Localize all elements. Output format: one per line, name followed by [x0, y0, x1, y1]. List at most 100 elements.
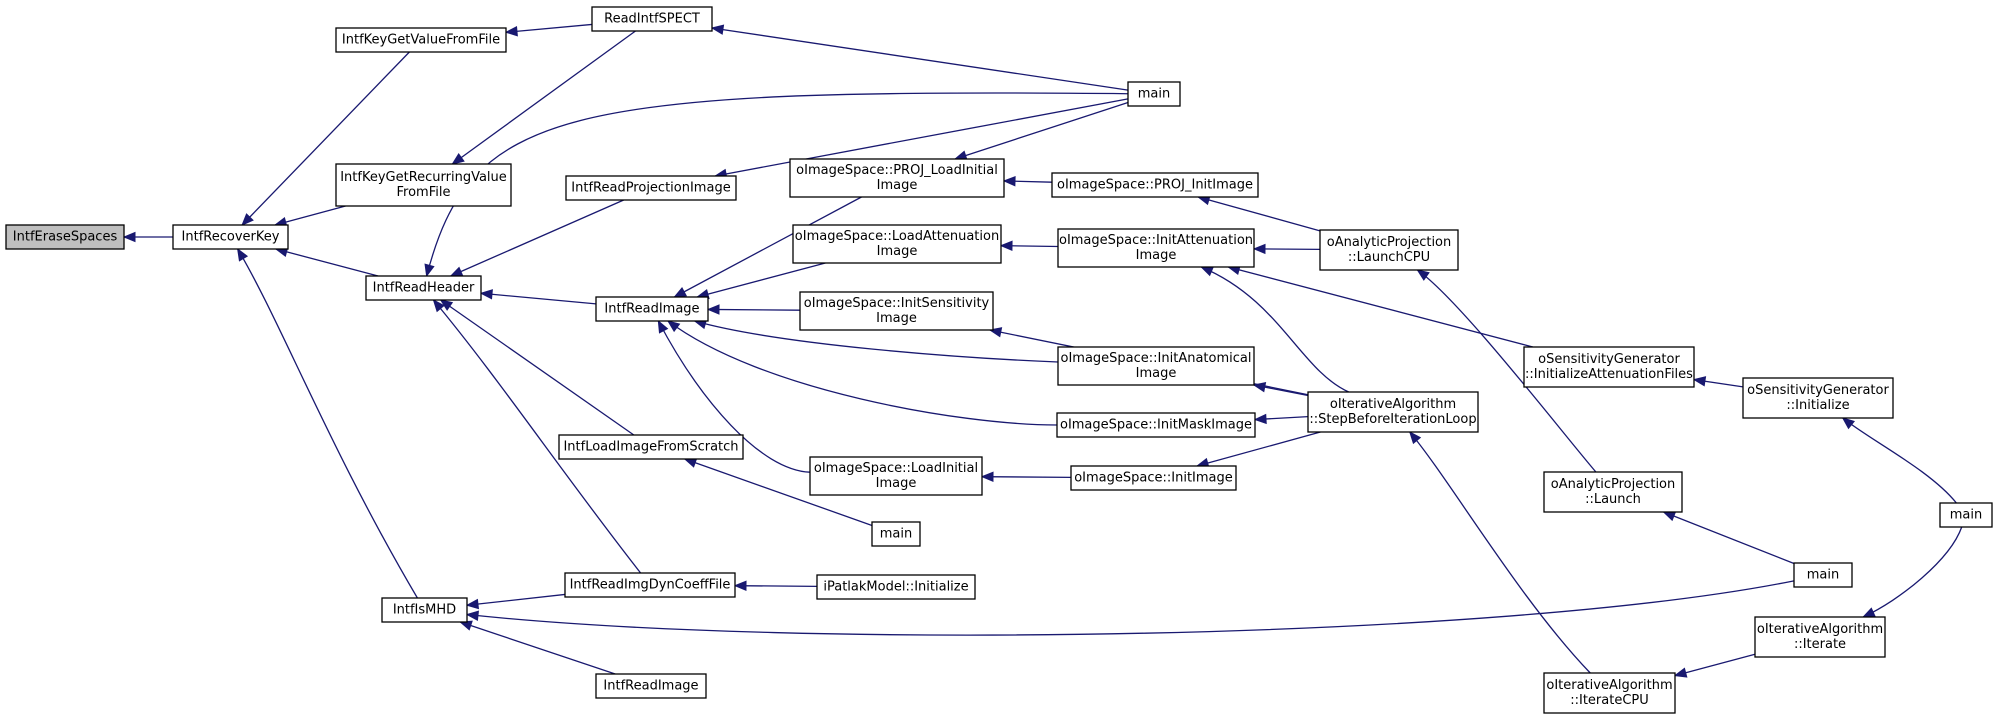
- arrowhead: [1200, 266, 1214, 277]
- edge-initmaskimage-to-intfreadimage-mid: [666, 320, 1058, 426]
- node-initializeattenuationfiles[interactable]: oSensitivityGenerator::InitializeAttenua…: [1523, 346, 1695, 388]
- edge-intfkeygetrecurringvaluefromfile-to-intfrecoverkey: [273, 205, 346, 228]
- node-intfismhd[interactable]: IntfIsMHD: [381, 597, 468, 623]
- node-label: IntfReadImage: [603, 679, 698, 694]
- node-box: [1939, 502, 1993, 528]
- node-box: [335, 27, 507, 53]
- node-intfreadimgdyncoefffile[interactable]: IntfReadImgDynCoeffFile: [564, 572, 736, 598]
- arrowhead: [122, 231, 136, 243]
- edge-line: [1862, 526, 1963, 618]
- edge-readintfspect-to-intfkeygetrecurringvaluefromfile: [451, 30, 636, 165]
- edge-line: [954, 101, 1129, 160]
- node-box: [1307, 391, 1479, 433]
- edge-intfreadimage-bottom-to-intfismhd: [459, 620, 616, 675]
- node-intfrecoverkey[interactable]: IntfRecoverKey: [172, 224, 289, 250]
- node-box: [789, 158, 1005, 198]
- node-box: [1793, 562, 1853, 588]
- node-label: ::LaunchCPU: [1348, 250, 1430, 265]
- edge-intfreadimage-mid-to-intfreadheader: [479, 289, 597, 305]
- arrowhead: [999, 240, 1013, 252]
- node-box: [558, 434, 744, 460]
- node-main-right[interactable]: main: [1939, 502, 1993, 528]
- edge-intfkeygetvaluefromfile-to-intfrecoverkey: [241, 51, 410, 226]
- node-proj-initimage[interactable]: oImageSpace::PROJ_InitImage: [1051, 172, 1259, 198]
- node-launchcpu[interactable]: oAnalyticProjection::LaunchCPU: [1319, 229, 1459, 271]
- edge-line: [1228, 266, 1534, 348]
- node-intfreadimage-bottom[interactable]: IntfReadImage: [595, 673, 707, 699]
- edge-main-launch-to-intfismhd: [465, 580, 1795, 636]
- edge-launchcpu-to-proj-initimage: [1196, 195, 1321, 232]
- node-label: oImageSpace::InitAttenuation: [1059, 233, 1253, 248]
- edge-line: [657, 320, 811, 473]
- node-box: [591, 6, 713, 32]
- node-box: [871, 521, 921, 547]
- edge-line: [1417, 269, 1597, 473]
- node-label: ::StepBeforeIterationLoop: [1309, 412, 1476, 427]
- node-label: oSensitivityGenerator: [1538, 352, 1680, 367]
- node-label: oImageSpace::PROJ_InitImage: [1057, 178, 1253, 193]
- node-main-scratch[interactable]: main: [871, 521, 921, 547]
- node-label: oImageSpace::InitSensitivity: [804, 296, 990, 311]
- arrowhead: [1662, 511, 1677, 522]
- edge-intfreadimgdyncoefffile-to-intfismhd: [465, 593, 566, 610]
- edge-readintfspect-to-intfkeygetvaluefromfile: [504, 23, 593, 37]
- node-label: IntfReadImage: [604, 302, 699, 317]
- edge-line: [1198, 196, 1321, 232]
- node-label: FromFile: [397, 185, 451, 200]
- node-intfloadimagefromscratch[interactable]: IntfLoadImageFromScratch: [558, 434, 744, 460]
- node-box: [365, 275, 482, 301]
- node-main-launch[interactable]: main: [1793, 562, 1853, 588]
- edge-main-launch-to-launch: [1662, 511, 1795, 565]
- node-initmaskimage[interactable]: oImageSpace::InitMaskImage: [1056, 412, 1256, 438]
- node-label: oImageSpace::PROJ_LoadInitial: [796, 163, 998, 178]
- arrowhead: [683, 457, 698, 468]
- node-intferasespaces[interactable]: IntfEraseSpaces: [5, 224, 125, 250]
- edge-intfreadheader-to-intfrecoverkey: [274, 246, 379, 277]
- node-label: ::Initialize: [1786, 398, 1849, 413]
- node-initimage[interactable]: oImageSpace::InitImage: [1070, 465, 1237, 491]
- edge-main-top-to-intfreadheader: [424, 92, 1129, 278]
- node-intfreadprojectionimage[interactable]: IntfReadProjectionImage: [565, 175, 737, 201]
- edge-line: [1409, 431, 1591, 674]
- node-label: iPatlakModel::Initialize: [823, 580, 968, 595]
- node-box: [1070, 465, 1237, 491]
- node-label: main: [1950, 508, 1982, 523]
- node-label: IntfKeyGetRecurringValue: [340, 170, 507, 185]
- node-label: IntfEraseSpaces: [13, 230, 118, 245]
- node-iterate[interactable]: oIterativeAlgorithm::Iterate: [1754, 616, 1886, 658]
- node-main-top[interactable]: main: [1127, 81, 1181, 107]
- node-sensgen-initialize[interactable]: oSensitivityGenerator::Initialize: [1742, 377, 1894, 419]
- node-readintfspect[interactable]: ReadIntfSPECT: [591, 6, 713, 32]
- node-box: [172, 224, 289, 250]
- node-ipatlakmodel-initialize[interactable]: iPatlakModel::Initialize: [816, 574, 976, 600]
- arrowhead: [657, 319, 669, 334]
- node-intfreadheader[interactable]: IntfReadHeader: [365, 275, 482, 301]
- edge-line: [694, 320, 1059, 363]
- node-intfreadimage-mid[interactable]: IntfReadImage: [595, 296, 709, 322]
- arrowhead: [1416, 269, 1430, 281]
- edge-line: [241, 51, 410, 226]
- node-box: [381, 597, 468, 623]
- edge-sensgen-initialize-to-initializeattenuationfiles: [1692, 376, 1744, 388]
- edge-iterate-to-iteratecpu: [1673, 653, 1756, 678]
- arrowhead: [465, 610, 479, 621]
- node-label: ::Iterate: [1794, 637, 1846, 652]
- edge-line: [1196, 431, 1321, 467]
- node-launch[interactable]: oAnalyticProjection::Launch: [1543, 471, 1683, 513]
- edge-line: [981, 476, 1072, 479]
- node-label: Image: [1136, 248, 1177, 263]
- arrowhead: [241, 213, 254, 226]
- node-iteratecpu[interactable]: oIterativeAlgorithm::IterateCPU: [1543, 672, 1676, 714]
- arrowhead: [465, 598, 480, 610]
- node-intfkeygetvaluefromfile[interactable]: IntfKeyGetValueFromFile: [335, 27, 507, 53]
- edge-line: [432, 299, 642, 574]
- node-stepbeforeiterationloop[interactable]: oIterativeAlgorithm::StepBeforeIteration…: [1307, 391, 1479, 433]
- arrowhead: [424, 263, 435, 278]
